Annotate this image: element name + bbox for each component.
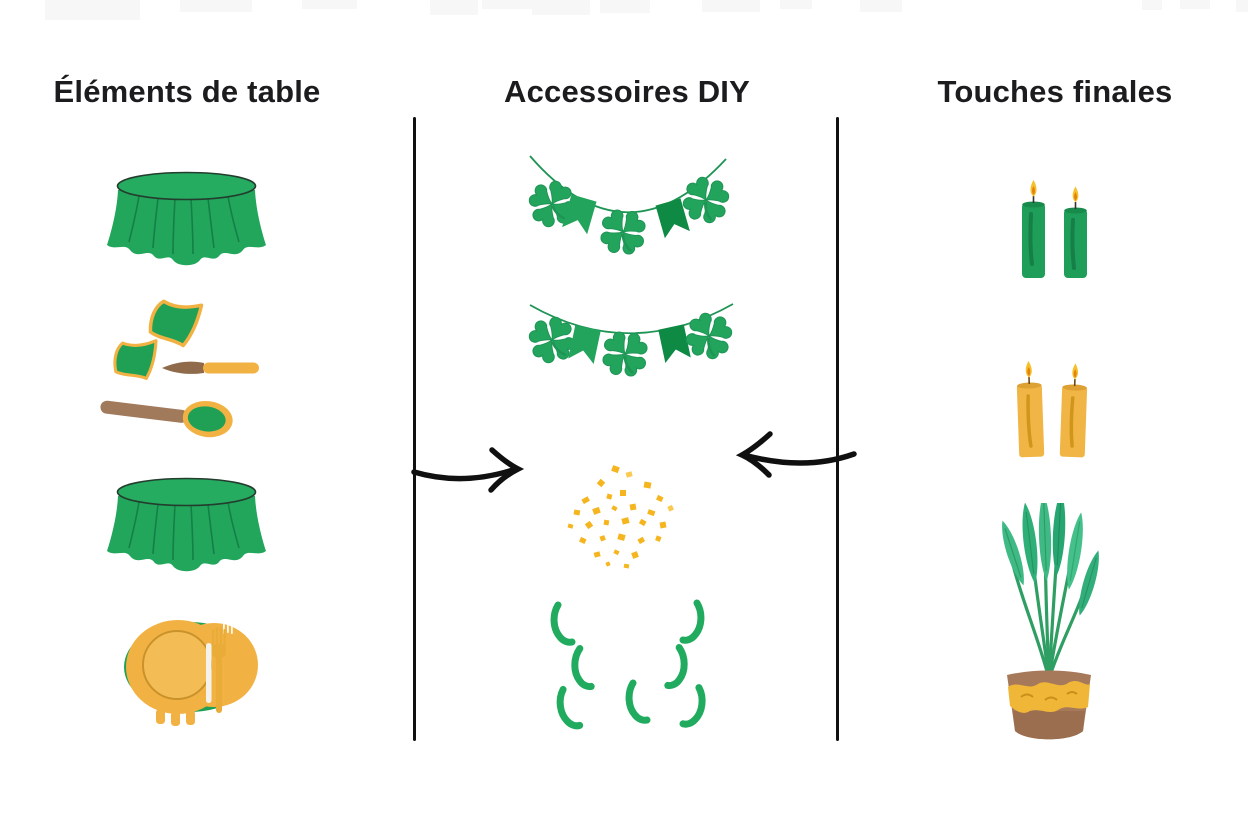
arrow-right-icon <box>411 447 525 493</box>
column-title-diy-accessories: Accessoires DIY <box>504 74 750 109</box>
shamrock-garland-icon <box>528 303 735 402</box>
painted-spoon-icon <box>100 400 233 438</box>
tablecloth-table-icon <box>107 477 266 572</box>
napkins-paintbrush-spoon-icon <box>100 299 259 438</box>
gold-candles-icon <box>1016 360 1088 458</box>
shamrock-garland-icon <box>528 155 733 264</box>
paintbrush-icon <box>162 361 259 374</box>
column-title-table-elements: Éléments de table <box>53 74 321 109</box>
green-streamers-icon <box>546 596 712 734</box>
plant-pot <box>1007 670 1091 740</box>
tablecloth-table-icon <box>107 171 266 266</box>
place-setting-icon <box>124 620 258 726</box>
potted-plant-icon <box>1002 503 1099 740</box>
right-column-divider <box>836 117 839 741</box>
fork-icon <box>212 627 226 713</box>
arrow-left-icon <box>735 431 857 478</box>
plant-leaves <box>1002 503 1099 616</box>
column-title-final-touches: Touches finales <box>937 74 1173 109</box>
green-candles-icon <box>1022 180 1087 278</box>
left-column-divider <box>413 117 416 741</box>
gold-confetti-icon <box>567 465 674 569</box>
